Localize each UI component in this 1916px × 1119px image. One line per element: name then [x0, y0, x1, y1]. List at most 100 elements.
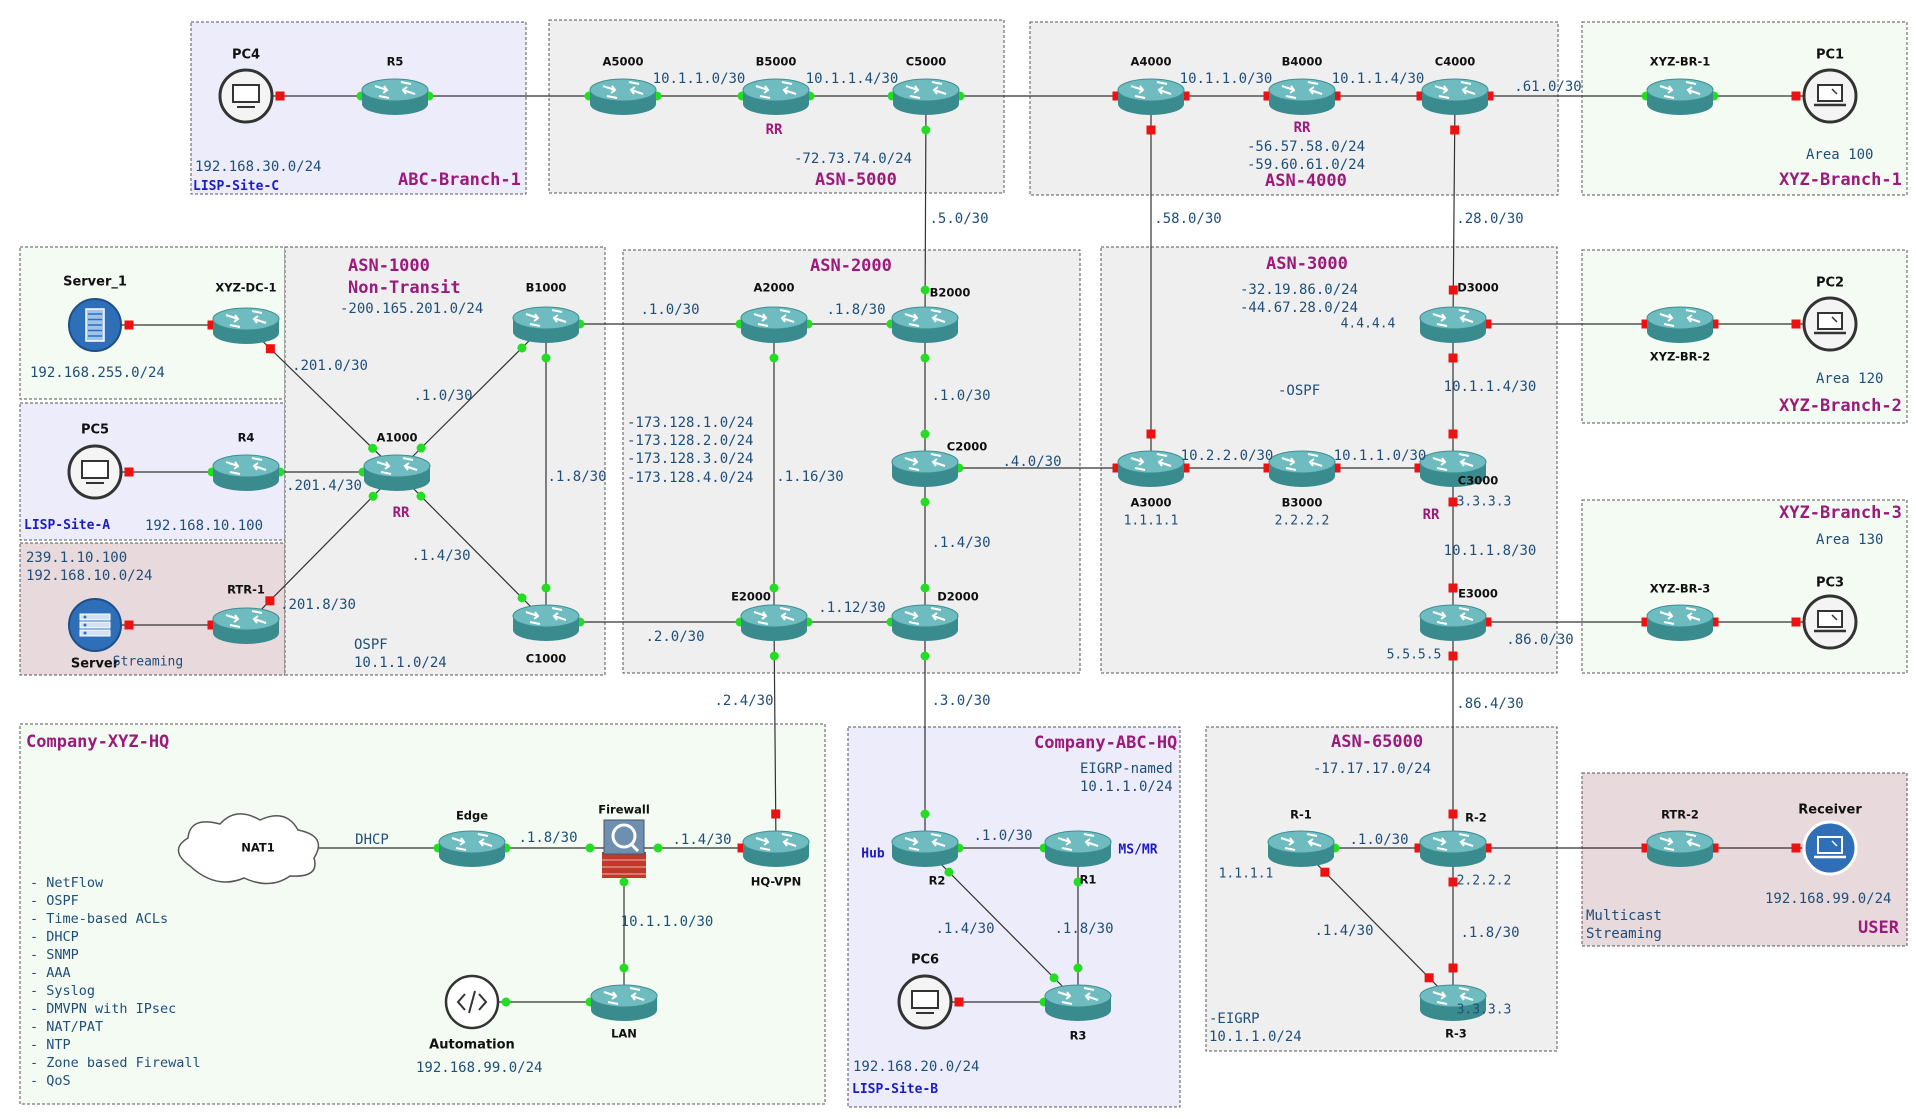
port-down: [1709, 617, 1719, 627]
port-up: [921, 125, 931, 135]
node-rtr-2-router-icon[interactable]: [1646, 830, 1714, 867]
port-up: [920, 285, 930, 295]
node-c1000-router-icon[interactable]: [512, 604, 580, 641]
port-up: [416, 491, 426, 501]
node-e3000-router-icon[interactable]: [1419, 604, 1487, 641]
node-b5000-router-icon[interactable]: [742, 78, 810, 115]
port-up: [1073, 963, 1083, 973]
port-up: [416, 443, 426, 453]
port-down: [1320, 867, 1330, 877]
port-down: [1641, 843, 1651, 853]
port-up: [1049, 973, 1059, 983]
port-down: [207, 320, 217, 330]
node-server-server2-icon[interactable]: [68, 598, 122, 652]
node-a1000-router-icon[interactable]: [363, 454, 431, 491]
port-up: [585, 843, 595, 853]
node-rtr-1-router-icon[interactable]: [212, 607, 280, 644]
node-pc6-pc-icon[interactable]: [897, 974, 953, 1030]
node-server-1-server-icon[interactable]: [68, 298, 122, 352]
port-down: [207, 620, 217, 630]
node-lan-router-icon[interactable]: [590, 984, 658, 1021]
node-r-3-router-icon[interactable]: [1419, 984, 1487, 1021]
node-c2000-router-icon[interactable]: [891, 450, 959, 487]
node-pc1-laptop-icon[interactable]: [1802, 68, 1858, 124]
node-d3000-router-icon[interactable]: [1419, 306, 1487, 343]
area-company-xyz-hq: [19, 723, 826, 1105]
node-pc5-pc-icon[interactable]: [67, 444, 123, 500]
port-down: [1416, 91, 1426, 101]
node-pc3-laptop-icon[interactable]: [1802, 594, 1858, 650]
node-b3000-router-icon[interactable]: [1268, 450, 1336, 487]
node-r-1-router-icon[interactable]: [1267, 830, 1335, 867]
port-up: [920, 809, 930, 819]
node-xyz-br-1-router-icon[interactable]: [1646, 78, 1714, 115]
node-r4-router-icon[interactable]: [212, 454, 280, 491]
port-down: [1263, 91, 1273, 101]
port-down: [1709, 319, 1719, 329]
port-down: [1414, 463, 1424, 473]
node-b4000-router-icon[interactable]: [1268, 78, 1336, 115]
node-b1000-router-icon[interactable]: [512, 306, 580, 343]
node-c3000-router-icon[interactable]: [1419, 450, 1487, 487]
area-xyz-branch-2: [1581, 249, 1908, 424]
node-e2000-router-icon[interactable]: [740, 604, 808, 641]
node-xyz-dc-1-router-icon[interactable]: [212, 307, 280, 344]
node-r5-router-icon[interactable]: [361, 78, 429, 115]
node-automation-automation-icon[interactable]: [444, 974, 500, 1030]
node-hq-vpn-router-icon[interactable]: [742, 830, 810, 867]
node-xyz-br-3-router-icon[interactable]: [1646, 604, 1714, 641]
node-c5000-router-icon[interactable]: [892, 78, 960, 115]
port-up: [517, 343, 527, 353]
port-down: [1331, 463, 1341, 473]
node-nat1-cloud-icon[interactable]: [177, 813, 320, 885]
node-xyz-br-2-router-icon[interactable]: [1646, 306, 1714, 343]
node-a4000-router-icon[interactable]: [1117, 78, 1185, 115]
port-up: [619, 877, 629, 887]
port-up: [920, 497, 930, 507]
port-down: [1641, 319, 1651, 329]
port-up: [368, 491, 378, 501]
port-up: [619, 963, 629, 973]
node-firewall-firewall-icon[interactable]: [602, 819, 646, 878]
node-d2000-router-icon[interactable]: [891, 604, 959, 641]
port-up: [920, 353, 930, 363]
area-company-abc-hq: [847, 726, 1181, 1108]
port-up: [920, 651, 930, 661]
node-r2-router-icon[interactable]: [891, 830, 959, 867]
port-down: [1331, 91, 1341, 101]
node-c4000-router-icon[interactable]: [1421, 78, 1489, 115]
node-receiver-laptop2-icon[interactable]: [1802, 820, 1858, 876]
port-down: [265, 596, 275, 606]
port-up: [368, 443, 378, 453]
port-down: [1448, 809, 1458, 819]
port-up: [769, 651, 779, 661]
node-a2000-router-icon[interactable]: [740, 306, 808, 343]
port-down: [1448, 651, 1458, 661]
port-down: [1180, 91, 1190, 101]
node-r-2-router-icon[interactable]: [1419, 830, 1487, 867]
node-pc4-pc-icon[interactable]: [218, 68, 274, 124]
node-r1-router-icon[interactable]: [1044, 830, 1112, 867]
node-r3-router-icon[interactable]: [1044, 984, 1112, 1021]
port-down: [1791, 91, 1801, 101]
port-up: [920, 583, 930, 593]
port-down: [737, 843, 747, 853]
port-down: [1482, 843, 1492, 853]
port-down: [1263, 463, 1273, 473]
port-down: [124, 320, 134, 330]
port-up: [920, 429, 930, 439]
port-down: [1112, 91, 1122, 101]
port-down: [265, 344, 275, 354]
node-b2000-router-icon[interactable]: [891, 306, 959, 343]
port-down: [771, 809, 781, 819]
port-down: [1424, 973, 1434, 983]
node-pc2-laptop-icon[interactable]: [1802, 296, 1858, 352]
port-up: [517, 593, 527, 603]
node-edge-router-icon[interactable]: [438, 830, 506, 867]
node-a5000-router-icon[interactable]: [589, 78, 657, 115]
port-up: [541, 353, 551, 363]
port-down: [275, 91, 285, 101]
node-a3000-router-icon[interactable]: [1117, 450, 1185, 487]
port-down: [954, 997, 964, 1007]
